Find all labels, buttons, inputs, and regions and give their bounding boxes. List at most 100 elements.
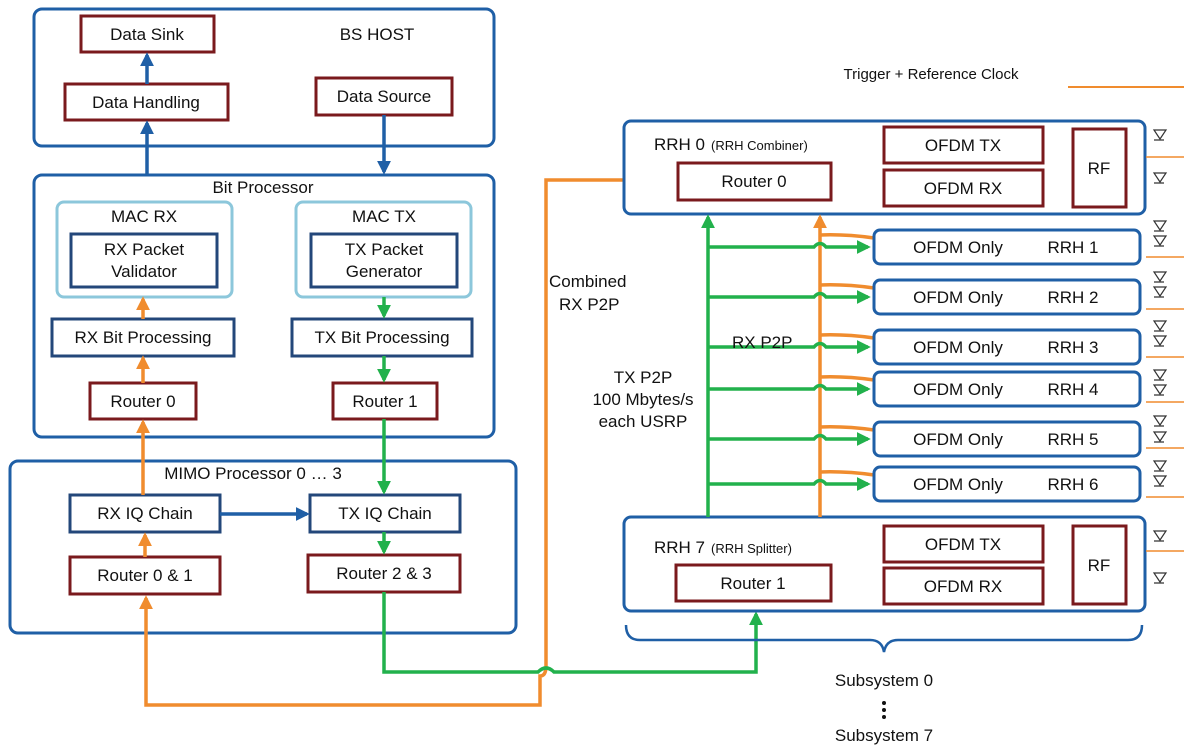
tx-bit-processing-label: TX Bit Processing — [314, 328, 449, 347]
rx-packet-validator-label-1: RX Packet — [104, 240, 185, 259]
rx-branch-5 — [819, 425, 875, 432]
rrh0-router-label: Router 0 — [721, 172, 786, 191]
rrh-1-box — [872, 228, 1142, 266]
antenna-icon-6 — [1152, 286, 1168, 298]
rrh-6-name-label: RRH 6 — [1047, 475, 1098, 494]
antenna-icon-8 — [1152, 335, 1168, 347]
router-2-3-label: Router 2 & 3 — [336, 564, 431, 583]
mac-rx-label: MAC RX — [111, 207, 177, 226]
rrh7-router-box — [674, 563, 833, 603]
antenna-icon-12 — [1152, 431, 1168, 443]
bp-router-1-label: Router 1 — [352, 392, 417, 411]
antenna-icon-16 — [1152, 572, 1168, 584]
rrh7-ofdm-tx-box — [882, 524, 1045, 564]
tx-packet-generator-label-1: TX Packet — [345, 240, 424, 259]
rx-packet-validator-box — [69, 232, 219, 289]
rrh-4-ofdm-label: OFDM Only — [913, 380, 1003, 399]
ellipsis-dot-1 — [882, 701, 886, 705]
tx-p2p-label-3: each USRP — [599, 412, 688, 431]
tx-branch-3 — [708, 340, 871, 354]
antenna-icon-2 — [1152, 172, 1168, 184]
tx-bit-processing-box — [290, 317, 474, 358]
rx-branch-4 — [819, 375, 875, 382]
antenna-array — [1146, 129, 1184, 584]
rrh-5-box — [872, 420, 1142, 458]
rrh0-ofdm-tx-label: OFDM TX — [925, 136, 1001, 155]
antenna-icon-15 — [1152, 530, 1168, 542]
rx-bit-processing-label: RX Bit Processing — [75, 328, 212, 347]
rrh7-router-label: Router 1 — [720, 574, 785, 593]
bp-router-0-box — [88, 381, 198, 421]
rrh-5-name-label: RRH 5 — [1047, 430, 1098, 449]
data-source-box — [314, 76, 454, 117]
rrh0-ofdm-tx-box — [882, 125, 1045, 165]
tx-branch-5 — [708, 432, 871, 446]
bp-router-0-label: Router 0 — [110, 392, 175, 411]
subsystem-0-label: Subsystem 0 — [835, 671, 933, 690]
subsystem-brace — [624, 624, 1144, 653]
rrh7-ofdm-tx-label: OFDM TX — [925, 535, 1001, 554]
rrh-4-box — [872, 370, 1142, 408]
rrh0-rf-label: RF — [1088, 159, 1111, 178]
rx-packet-validator-label-2: Validator — [111, 262, 177, 281]
data-handling-label: Data Handling — [92, 93, 200, 112]
rx-p2p-label: RX P2P — [732, 333, 792, 352]
rrh7-ofdm-rx-label: OFDM RX — [924, 577, 1002, 596]
rrh0-router-box — [676, 161, 833, 202]
data-source-label: Data Source — [337, 87, 432, 106]
rx-iq-chain-label: RX IQ Chain — [97, 504, 192, 523]
rrh7-rf-box — [1071, 524, 1128, 606]
antenna-icon-7 — [1152, 320, 1168, 332]
rrh-3-box — [872, 328, 1142, 366]
antenna-icon-4 — [1152, 235, 1168, 247]
trigger-label: Trigger + Reference Clock — [844, 66, 1019, 83]
combined-rx-p2p-label-2: RX P2P — [559, 295, 619, 314]
antenna-icon-5 — [1152, 271, 1168, 283]
rrh-6-box — [872, 465, 1142, 503]
rrh0-ofdm-rx-box — [882, 168, 1045, 208]
mimo-processor-title: MIMO Processor 0 … 3 — [164, 464, 342, 483]
tx-iq-chain-label: TX IQ Chain — [338, 504, 432, 523]
rrh-4-name-label: RRH 4 — [1047, 380, 1098, 399]
antenna-icon-1 — [1152, 129, 1168, 141]
router-0-1-label: Router 0 & 1 — [97, 566, 192, 585]
tx-branch-6 — [708, 477, 871, 491]
data-handling-box — [63, 82, 230, 122]
tx-p2p-label-1: TX P2P — [614, 368, 673, 387]
combined-rx-path — [139, 178, 678, 707]
data-sink-box — [79, 14, 216, 54]
rrh7-rf-label: RF — [1088, 556, 1111, 575]
rrh7-title: RRH 7(RRH Splitter) — [654, 538, 792, 557]
mac-tx-label: MAC TX — [352, 207, 416, 226]
tx-branch-4 — [708, 382, 871, 396]
tx-path-to-rrh7 — [382, 592, 763, 674]
antenna-icon-14 — [1152, 475, 1168, 487]
mimo-processor-group — [8, 459, 518, 635]
rx-iq-chain-box — [68, 493, 222, 534]
rrh7-ofdm-rx-box — [882, 566, 1045, 606]
antenna-icon-13 — [1152, 460, 1168, 472]
bs-host-group — [32, 7, 496, 148]
ellipsis-dot-3 — [882, 715, 886, 719]
rx-branch-2 — [819, 283, 875, 290]
data-sink-label: Data Sink — [110, 25, 184, 44]
rrh-2-ofdm-label: OFDM Only — [913, 288, 1003, 307]
rrh-3-name-label: RRH 3 — [1047, 338, 1098, 357]
antenna-icon-10 — [1152, 384, 1168, 396]
rrh-5-ofdm-label: OFDM Only — [913, 430, 1003, 449]
tx-packet-generator-label-2: Generator — [346, 262, 423, 281]
antenna-icon-11 — [1152, 415, 1168, 427]
rrh0-title: RRH 0(RRH Combiner) — [654, 135, 808, 154]
rrh-1-ofdm-label: OFDM Only — [913, 238, 1003, 257]
rrh-6-ofdm-label: OFDM Only — [913, 475, 1003, 494]
rrh-3-ofdm-label: OFDM Only — [913, 338, 1003, 357]
rrh0-rf-box — [1071, 127, 1128, 209]
tx-branch-1 — [708, 240, 871, 254]
rrh-1-name-label: RRH 1 — [1047, 238, 1098, 257]
tx-packet-generator-box — [309, 232, 459, 289]
rrh-2-box — [872, 278, 1142, 316]
rx-branch-6 — [819, 470, 875, 477]
antenna-icon-9 — [1152, 369, 1168, 381]
